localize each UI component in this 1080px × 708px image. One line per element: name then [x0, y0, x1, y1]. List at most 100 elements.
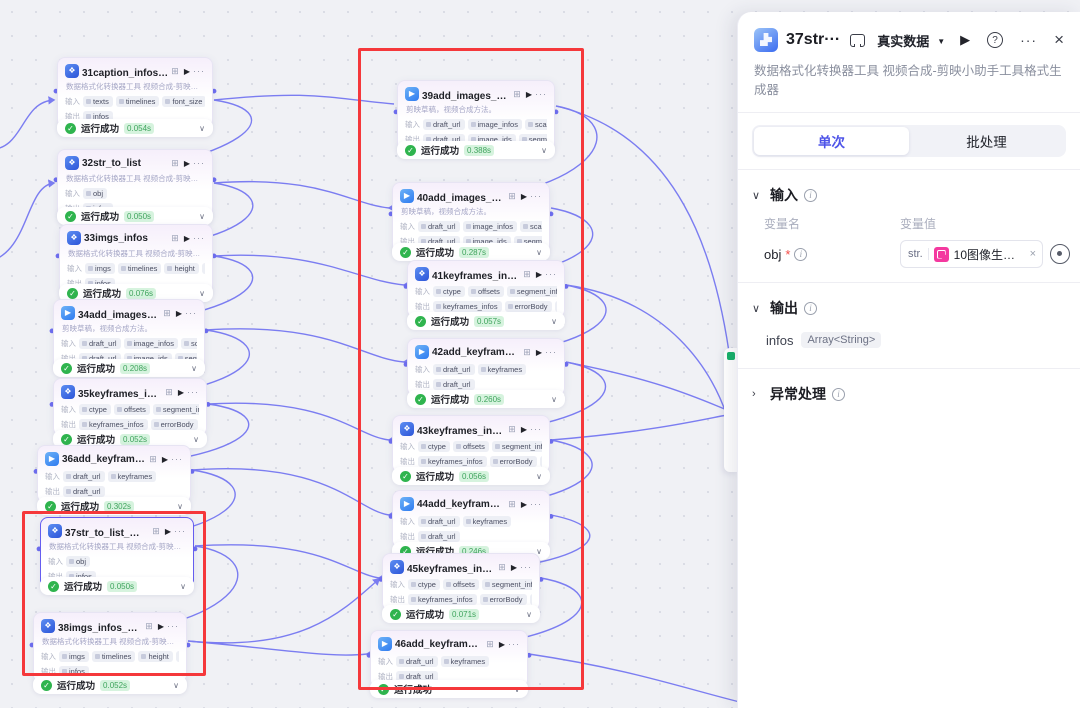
node-run-button[interactable]: ▶	[520, 424, 527, 434]
output-section-header[interactable]: ∨ 输出 i	[738, 283, 1080, 328]
node-more-button[interactable]: ···	[174, 526, 186, 536]
chevron-down-icon[interactable]: ∨	[199, 123, 205, 133]
node-run-button[interactable]: ▶	[157, 621, 164, 631]
node-run-button[interactable]: ▶	[510, 562, 517, 572]
chevron-down-icon[interactable]: ∨	[173, 680, 179, 690]
data-mode-label[interactable]: 真实数据	[877, 33, 930, 49]
workflow-node-31[interactable]: ❖31caption_infos_组装背景大字⊞▶···数据格式化转换器工具 视…	[57, 57, 213, 128]
workflow-node-39[interactable]: ▶39add_images_上上签⊞▶···剪映草稿，视频合成方法。输入draf…	[397, 80, 555, 151]
node-run-button[interactable]: ▶	[183, 158, 190, 168]
node-run-button[interactable]: ▶	[525, 89, 532, 99]
chevron-down-icon[interactable]: ∨	[536, 546, 542, 556]
node-more-button[interactable]: ···	[545, 269, 557, 279]
chevron-down-icon[interactable]: ▼	[937, 36, 946, 46]
node-run-button[interactable]: ▶	[498, 639, 505, 649]
chevron-down-icon[interactable]: ∨	[180, 581, 186, 591]
node-run-button[interactable]: ▶	[183, 66, 190, 76]
node-run-button[interactable]: ▶	[520, 499, 527, 509]
node-run-button[interactable]: ▶	[177, 387, 184, 397]
clear-value-icon[interactable]: ×	[1029, 248, 1036, 260]
node-more-button[interactable]: ···	[530, 424, 542, 434]
node-outputs-label: 输出	[415, 301, 430, 311]
node-more-button[interactable]: ···	[530, 499, 542, 509]
node-run-button[interactable]: ▶	[183, 233, 190, 243]
workflow-node-40[interactable]: ▶40add_images_日历底部八···⊞▶···剪映草稿，视频合成方法。输…	[392, 182, 550, 253]
close-button[interactable]: ×	[1054, 30, 1064, 49]
chevron-down-icon[interactable]: ∨	[536, 471, 542, 481]
chevron-down-icon[interactable]: ∨	[526, 609, 532, 619]
success-check-icon: ✓	[378, 683, 389, 695]
node-detail-panel: 37str··· 真实数据 ▼ ▶ ? ··· × 数据格式化转换器工具 视频合…	[737, 12, 1080, 708]
chevron-down-icon[interactable]: ∨	[199, 288, 205, 298]
node-more-button[interactable]: ···	[193, 233, 205, 243]
node-more-button[interactable]: ···	[167, 621, 179, 631]
value-type-label[interactable]: str.	[908, 248, 929, 260]
chevron-down-icon[interactable]: ∨	[191, 363, 197, 373]
chevron-down-icon[interactable]: ∨	[541, 145, 547, 155]
help-button[interactable]: ?	[987, 32, 1004, 48]
jianying-ref-icon	[933, 246, 949, 262]
chevron-down-icon[interactable]: ∨	[536, 247, 542, 257]
node-more-button[interactable]: ···	[508, 639, 520, 649]
node-outputs-label: 输出	[400, 236, 415, 246]
node-run-button[interactable]: ▶	[535, 269, 542, 279]
input-section-header[interactable]: ∨ 输入 i	[738, 170, 1080, 215]
reference-picker-button[interactable]	[1050, 244, 1070, 264]
node-run-status-46[interactable]: ✓运行成功∨	[370, 680, 528, 698]
chevron-down-icon[interactable]: ∨	[193, 434, 199, 444]
node-more-button[interactable]: ···	[193, 66, 205, 76]
variable-value-input[interactable]: str. 10图像生成_上··· · ×	[900, 240, 1043, 268]
node-run-button[interactable]: ▶	[175, 308, 182, 318]
workflow-node-37[interactable]: ❖37str_to_list_上上签⊞▶···数据格式化转换器工具 视频合成-剪…	[40, 517, 194, 588]
workflow-node-41[interactable]: ❖41keyframes_infos八卦透明度⊞▶···输入ctypeoffse…	[407, 260, 565, 318]
exception-section-header[interactable]: › 异常处理 i	[738, 369, 1080, 414]
more-button[interactable]: ···	[1020, 32, 1038, 48]
node-more-button[interactable]: ···	[535, 89, 547, 99]
tab-single[interactable]: 单次	[754, 127, 909, 155]
node-run-button[interactable]: ▶	[164, 526, 171, 536]
chevron-down-icon[interactable]: ∨	[551, 316, 557, 326]
workflow-node-33[interactable]: ❖33imgs_infos⊞▶···数据格式化转换器工具 视频合成-剪映小助手工…	[59, 224, 213, 295]
node-run-button[interactable]: ▶	[535, 347, 542, 357]
node-more-button[interactable]: ···	[530, 191, 542, 201]
node-more-button[interactable]: ···	[185, 308, 197, 318]
node-more-button[interactable]: ···	[545, 347, 557, 357]
workflow-node-38[interactable]: ❖38imgs_infos_上上签⊞▶···数据格式化转换器工具 视频合成-剪映…	[33, 612, 187, 683]
chevron-down-icon[interactable]: ∨	[199, 211, 205, 221]
workflow-node-35[interactable]: ❖35keyframes_infos透明度⊞▶···输入ctypeoffsets…	[53, 378, 207, 436]
node-run-button[interactable]: ▶	[520, 191, 527, 201]
tab-batch[interactable]: 批处理	[966, 135, 1007, 150]
run-button[interactable]: ▶	[960, 32, 971, 47]
node-more-button[interactable]: ···	[187, 387, 199, 397]
workflow-node-45[interactable]: ❖45keyframes_infos上上签透···⊞▶···输入ctypeoff…	[382, 553, 540, 611]
chevron-down-icon[interactable]: ∨	[177, 501, 183, 511]
chevron-down-icon[interactable]: ∨	[514, 684, 520, 694]
workflow-node-43[interactable]: ❖43keyframes_infos日历透明度⊞▶···输入ctypeoffse…	[392, 415, 550, 473]
workflow-node-36[interactable]: ▶36add_keyframes_1⊞▶···输入draft_urlkeyfra…	[37, 445, 191, 503]
node-more-button[interactable]: ···	[193, 158, 205, 168]
node-more-button[interactable]: ···	[520, 562, 532, 572]
node-more-button[interactable]: ···	[171, 454, 183, 464]
node-run-button[interactable]: ▶	[161, 454, 168, 464]
chevron-down-icon[interactable]: ∨	[551, 394, 557, 404]
data-mode-icon[interactable]	[850, 33, 866, 47]
